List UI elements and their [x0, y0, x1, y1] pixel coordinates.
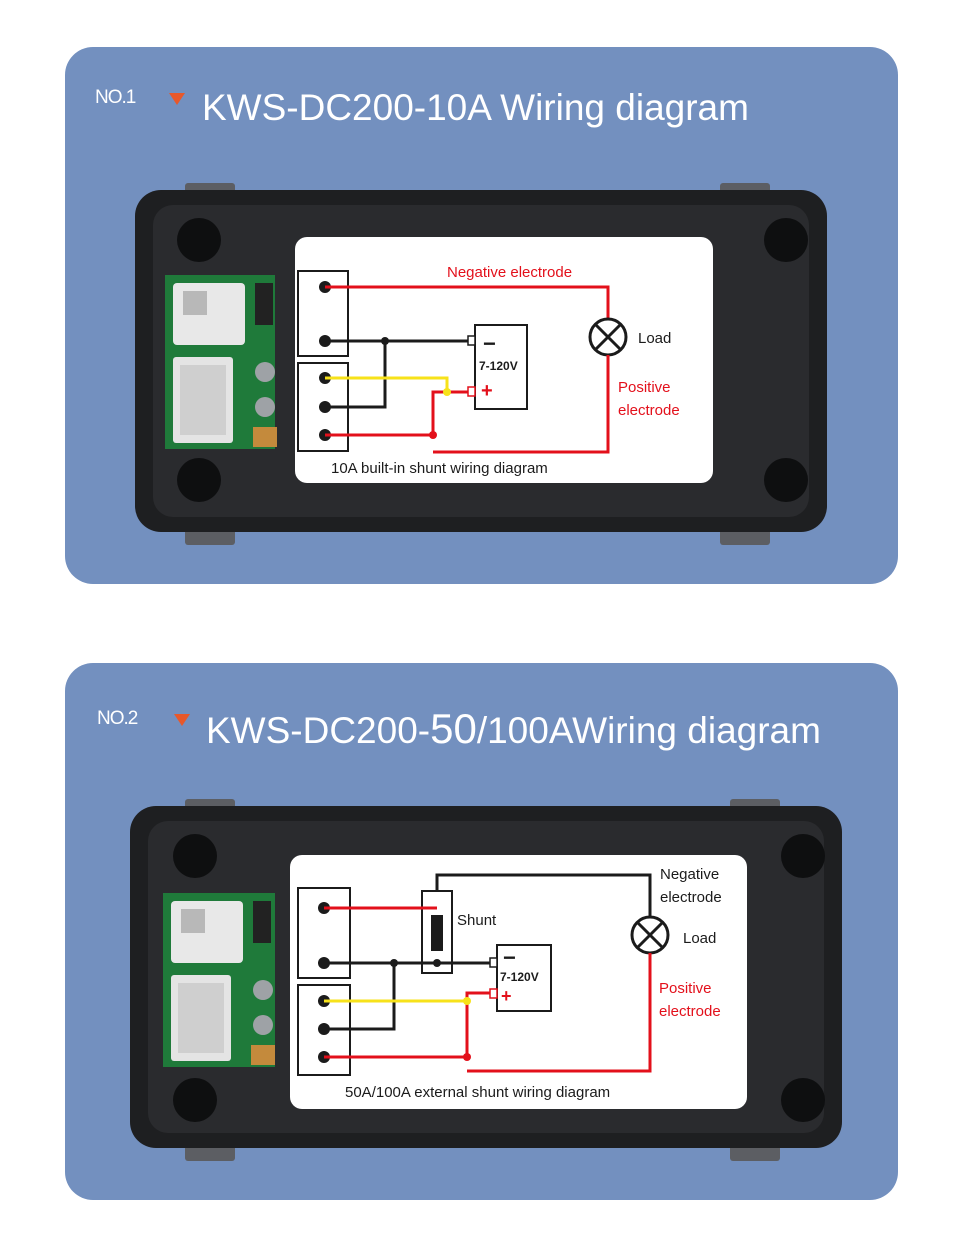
load-label: Load — [683, 930, 716, 947]
positive-wire — [467, 953, 652, 1073]
voltage-label: 7-120V — [500, 970, 539, 984]
triangle-marker-icon — [174, 714, 190, 726]
wiring-labels: Negative electrode Shunt Load Positive e… — [345, 866, 722, 1101]
signal-wire — [325, 376, 449, 392]
diagram-panel-1: NO.1 KWS-DC200-10A Wiring diagram — [65, 47, 898, 584]
positive-electrode-label-1: Positive — [618, 379, 671, 396]
diagram-caption: 50A/100A external shunt wiring diagram — [345, 1084, 610, 1101]
triangle-marker-icon — [169, 93, 185, 105]
negative-wire — [325, 285, 610, 319]
positive-electrode-label-1: Positive — [659, 980, 712, 997]
negative-electrode-label-1: Negative — [660, 866, 719, 883]
diagram-number: NO.2 — [97, 708, 138, 729]
wiring-labels: Negative electrode Load Positive electro… — [331, 264, 680, 477]
minus-sign: − — [483, 331, 496, 356]
positive-electrode-label-2: electrode — [659, 1003, 721, 1020]
plus-sign: + — [501, 986, 512, 1006]
device-illustration — [130, 799, 842, 1161]
plus-sign: + — [481, 380, 493, 402]
device-illustration — [135, 183, 827, 545]
diagram-caption: 10A built-in shunt wiring diagram — [331, 460, 548, 477]
shunt-label: Shunt — [457, 912, 497, 929]
diagram-panel-2: NO.2 KWS-DC200-50/100AWiring diagram — [65, 663, 898, 1200]
negative-electrode-label-2: electrode — [660, 889, 722, 906]
voltage-label: 7-120V — [479, 359, 518, 373]
minus-sign: − — [503, 945, 516, 970]
diagram-title: KWS-DC200-10A Wiring diagram — [202, 87, 749, 128]
negative-electrode-label: Negative electrode — [447, 264, 572, 281]
positive-electrode-label-2: electrode — [618, 402, 680, 419]
diagram-title: KWS-DC200-50/100AWiring diagram — [206, 705, 821, 752]
power-source — [496, 944, 552, 1012]
power-source — [474, 324, 528, 410]
negative-wire — [435, 873, 652, 917]
load-label: Load — [638, 330, 671, 347]
diagram-number: NO.1 — [95, 87, 136, 108]
positive-wire — [433, 355, 610, 454]
